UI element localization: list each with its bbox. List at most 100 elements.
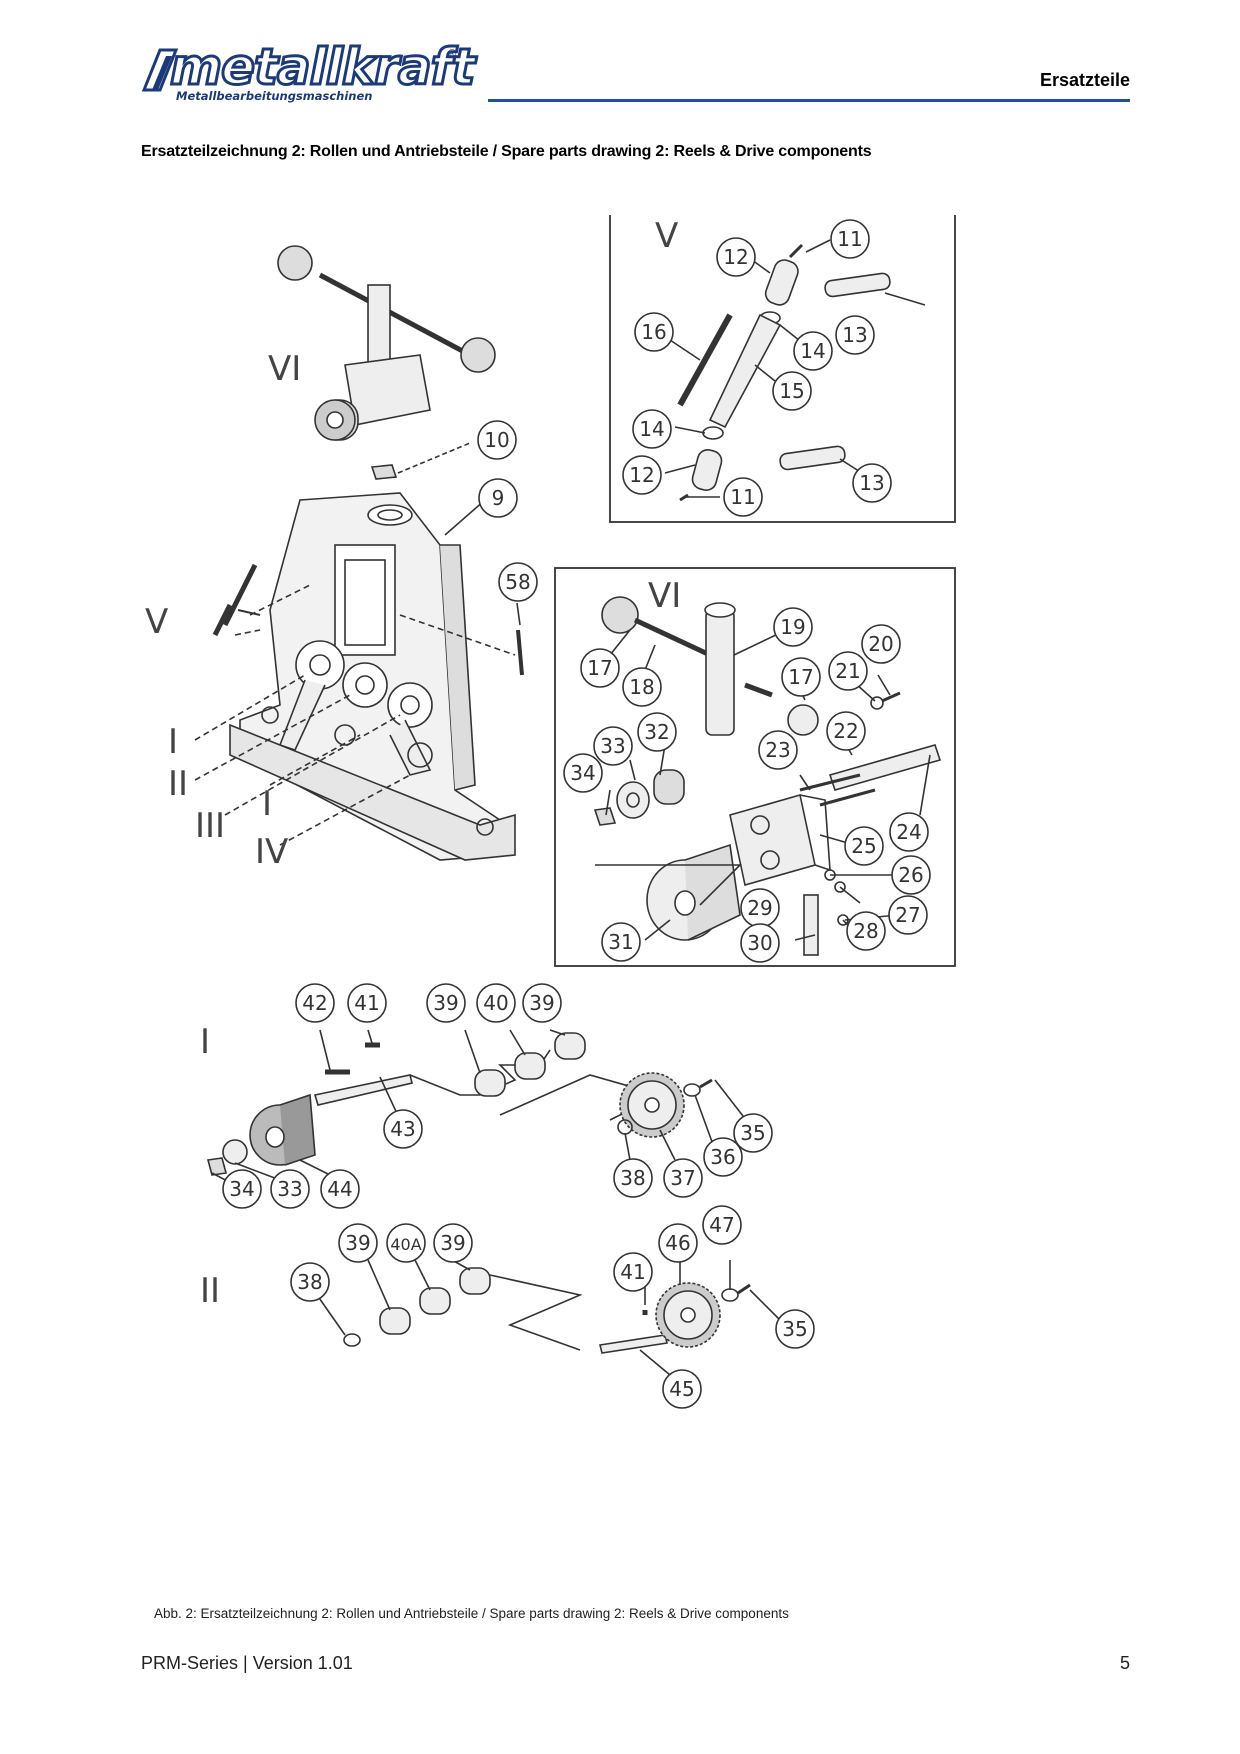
part-number-callout: 11 — [723, 477, 763, 517]
logo-mark-icon — [141, 48, 179, 92]
part-number-callout: 18 — [622, 667, 662, 707]
logo-registered-mark: ® — [448, 48, 457, 60]
part-number: 21 — [835, 659, 860, 683]
part-number: 13 — [859, 471, 884, 495]
group-label: IV — [255, 832, 288, 872]
part-number-callout: 35 — [775, 1309, 815, 1349]
part-number-callout: 39 — [522, 983, 562, 1023]
page-number: 5 — [1119, 1653, 1130, 1673]
part-number-callout: 38 — [613, 1158, 653, 1198]
part-number-callout: 17 — [580, 648, 620, 688]
part-number-callout: 27 — [888, 895, 928, 935]
part-number-callout: 28 — [846, 911, 886, 951]
part-number-callout: 40 — [476, 983, 516, 1023]
part-number-callout: 20 — [861, 624, 901, 664]
part-number: 42 — [302, 991, 327, 1015]
page-heading: Ersatzteilzeichnung 2: Rollen und Antrie… — [141, 143, 872, 160]
part-number-callout: 35 — [733, 1113, 773, 1153]
group-label: VI — [648, 576, 681, 616]
part-number: 39 — [440, 1231, 465, 1255]
part-number: 30 — [747, 931, 772, 955]
logo-wordmark: metallkraft — [168, 37, 476, 98]
part-number-callout: 39 — [426, 983, 466, 1023]
logo-subtitle: Metallbearbeitungsmaschinen — [176, 89, 373, 103]
part-number-callout: 38 — [290, 1262, 330, 1302]
part-number-callout: 29 — [740, 888, 780, 928]
part-number-callout: 42 — [295, 983, 335, 1023]
part-number: 31 — [608, 930, 633, 954]
part-number-callout: 47 — [702, 1205, 742, 1245]
part-number-callout: 33 — [593, 726, 633, 766]
group-label: V — [655, 216, 678, 256]
part-number-callout: 13 — [852, 463, 892, 503]
assembly-i-illustration — [206, 1029, 751, 1186]
part-number: 34 — [229, 1177, 254, 1201]
part-number-callout: 23 — [758, 730, 798, 770]
part-number: 25 — [851, 834, 876, 858]
part-number-callout: 43 — [383, 1109, 423, 1149]
part-number: 17 — [587, 656, 612, 680]
part-number-callout: 39 — [433, 1223, 473, 1263]
section-title: Ersatzteile — [1039, 70, 1130, 90]
part-number: 39 — [529, 991, 554, 1015]
assembly-ii-illustration — [309, 1259, 781, 1376]
part-number: 15 — [779, 379, 804, 403]
part-number-callout: 12 — [622, 455, 662, 495]
group-label: V — [145, 602, 168, 642]
part-number: 12 — [629, 463, 654, 487]
part-number-callout: 17 — [781, 657, 821, 697]
detail-box-v — [609, 215, 956, 523]
part-number-callout: 26 — [891, 855, 931, 895]
part-number-callout: 34 — [563, 753, 603, 793]
part-number: 29 — [747, 896, 772, 920]
part-number: 9 — [492, 486, 505, 510]
group-label: I — [168, 722, 178, 762]
part-number: 38 — [297, 1270, 322, 1294]
part-number-callout: 41 — [347, 983, 387, 1023]
part-number: 41 — [354, 991, 379, 1015]
detail-vi-illustration — [593, 596, 942, 956]
part-number: 34 — [570, 761, 595, 785]
part-number-callout: 25 — [844, 826, 884, 866]
part-number-callout: 46 — [658, 1223, 698, 1263]
part-number-callout: 58 — [498, 562, 538, 602]
part-number-callout: 21 — [828, 651, 868, 691]
part-number: 45 — [669, 1377, 694, 1401]
part-number: 27 — [895, 903, 920, 927]
part-number: 36 — [710, 1145, 735, 1169]
part-number-callout: 14 — [793, 331, 833, 371]
part-number: 19 — [780, 615, 805, 639]
part-number: 10 — [484, 428, 509, 452]
part-number: 33 — [277, 1177, 302, 1201]
part-number: 26 — [898, 863, 923, 887]
part-number-callout: 45 — [662, 1369, 702, 1409]
part-number-callout: 9 — [478, 478, 518, 518]
part-number-callout: 31 — [601, 922, 641, 962]
figure-caption: Abb. 2: Ersatzteilzeichnung 2: Rollen un… — [154, 1606, 789, 1621]
group-label: III — [195, 806, 225, 846]
part-number: 14 — [639, 417, 664, 441]
group-labels: VI V I II III I IV V VI I II — [145, 216, 681, 1311]
part-number: 11 — [730, 485, 755, 509]
part-number: 39 — [433, 991, 458, 1015]
group-label: I — [262, 784, 272, 824]
part-number-callout: 36 — [703, 1137, 743, 1177]
part-number: 32 — [644, 720, 669, 744]
part-number: 35 — [782, 1317, 807, 1341]
part-number-callout: 40A — [386, 1223, 426, 1263]
part-number-callout: 15 — [772, 371, 812, 411]
part-number: 41 — [620, 1260, 645, 1284]
group-label: VI — [268, 349, 301, 389]
part-number: 44 — [327, 1177, 352, 1201]
part-number: 16 — [641, 320, 666, 344]
part-number: 38 — [620, 1166, 645, 1190]
part-number-callout: 37 — [663, 1158, 703, 1198]
part-number: 35 — [740, 1121, 765, 1145]
part-number-callout: 11 — [830, 219, 870, 259]
part-number: 28 — [853, 919, 878, 943]
part-number-callout: 39 — [338, 1223, 378, 1263]
part-number-callout: 19 — [773, 607, 813, 647]
part-number-callout: 13 — [835, 315, 875, 355]
part-number: 14 — [800, 339, 825, 363]
